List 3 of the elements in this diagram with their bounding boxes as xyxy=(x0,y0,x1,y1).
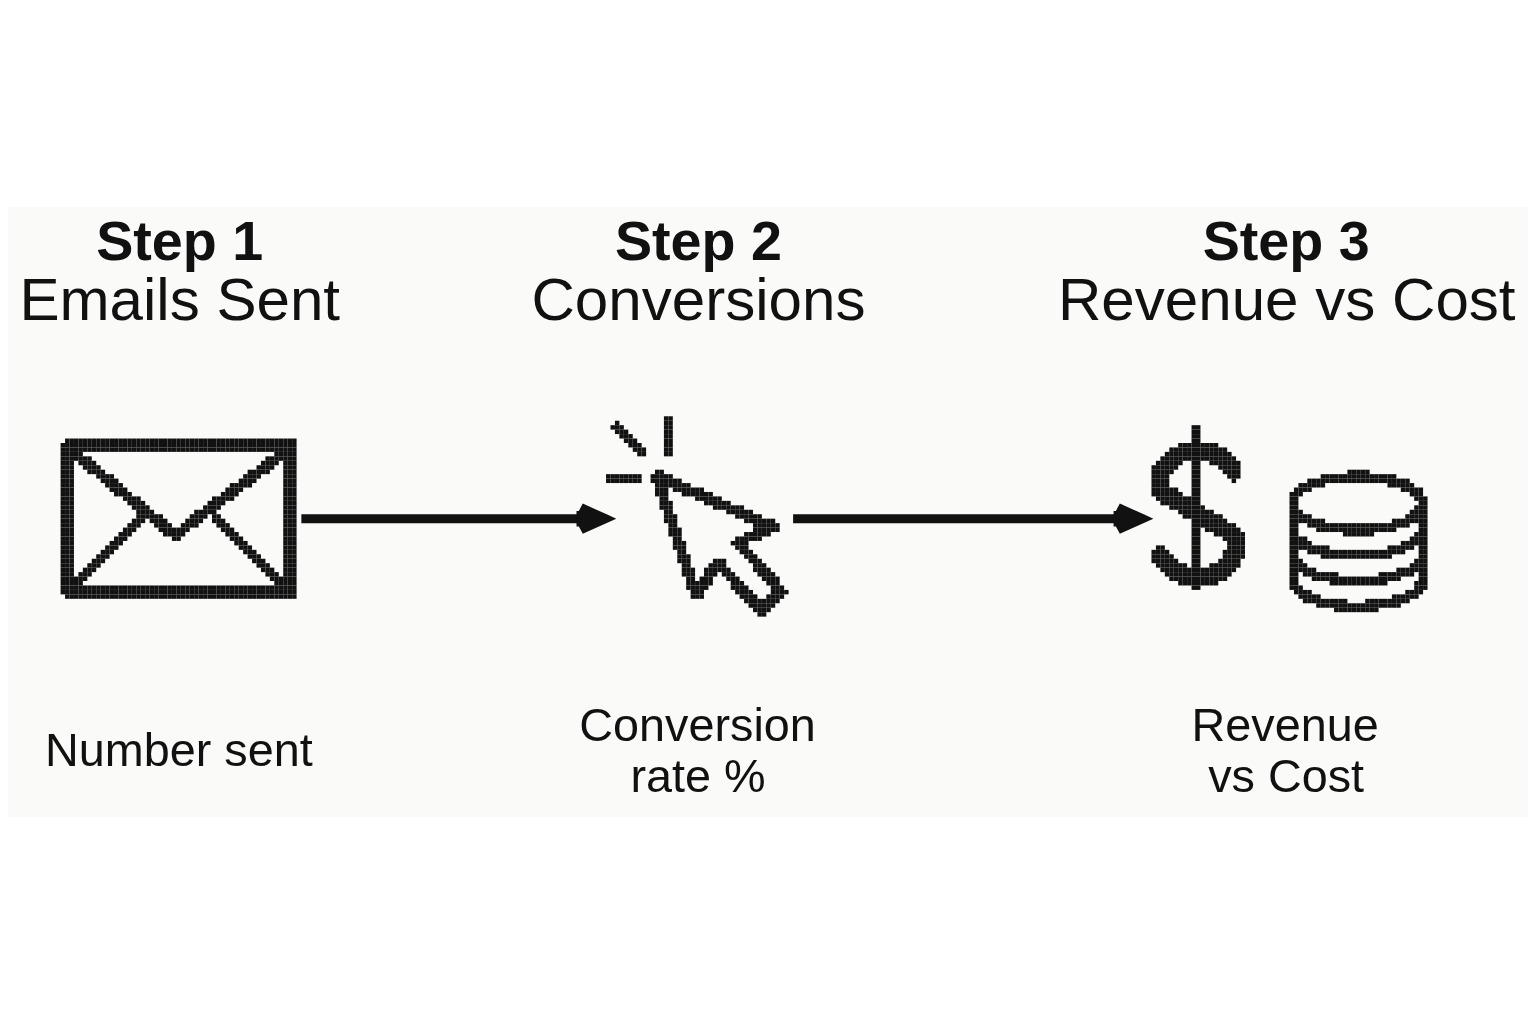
node-label: Conversion rate % xyxy=(579,698,816,803)
node-label: Revenue vs Cost xyxy=(1191,698,1379,803)
node-label: Number sent xyxy=(45,724,313,777)
